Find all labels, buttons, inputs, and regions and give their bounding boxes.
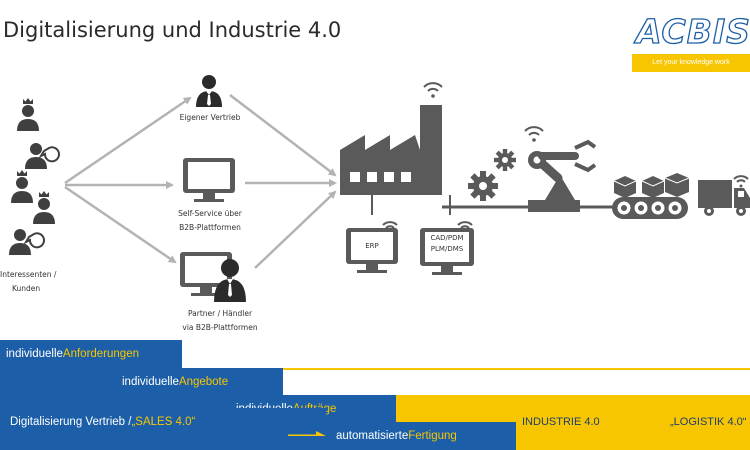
conveyor-icon (612, 173, 690, 219)
erp-label: ERP (365, 242, 379, 250)
self-service-monitor-icon (183, 158, 235, 202)
band-yellow-strip (0, 368, 750, 370)
band-individual-offers: individuelle Angebote (0, 368, 283, 395)
erp-monitor-icon (346, 228, 398, 273)
arrow-to-partner (64, 185, 177, 264)
own-sales-label: Eigener Vertrieb (179, 113, 241, 122)
arrow-partner-to-factory (254, 190, 337, 269)
logo-wordmark: ACBIS (635, 11, 750, 51)
industry-4-label: INDUSTRIE 4.0 (522, 416, 600, 428)
logistics-4-label: „LOGISTIK 4.0“ (670, 416, 747, 428)
band-sales-digitalization: Digitalisierung Vertrieb / „SALES 4.0“ (0, 408, 326, 436)
band-automated-manufacturing: automatisierte Fertigung (326, 422, 516, 450)
partner-label: Partner / Händler via B2B-Plattformen (182, 309, 258, 332)
logo-tagline: Let your knowledge work (632, 54, 750, 72)
customers-icon (9, 98, 60, 255)
arrow-own-sales-to-factory (229, 94, 337, 177)
acbis-logo: ACBIS Let your knowledge work (632, 11, 750, 74)
self-service-label: Self-Service über B2B-Plattformen (178, 209, 242, 232)
wifi-icon (382, 82, 749, 234)
cad-monitor-icon (420, 228, 474, 275)
process-diagram (9, 75, 750, 302)
flow-arrows (64, 94, 337, 269)
factory-icon (340, 105, 442, 195)
partner-icon (180, 252, 246, 302)
gears-icon (468, 149, 516, 201)
robot-arm-icon (528, 139, 597, 212)
band-bottom-blue-bar (0, 436, 326, 450)
page-title: Digitalisierung und Industrie 4.0 (3, 18, 342, 42)
businessman-icon (196, 75, 222, 107)
customers-label: Interessenten / Kunden (0, 270, 57, 293)
cad-pdm-label: CAD/PDM PLM/DMS (430, 234, 464, 253)
band-individual-requirements: individuelle Anforderungen (0, 340, 182, 368)
truck-icon (698, 180, 750, 216)
arrow-to-own-sales (64, 96, 192, 185)
